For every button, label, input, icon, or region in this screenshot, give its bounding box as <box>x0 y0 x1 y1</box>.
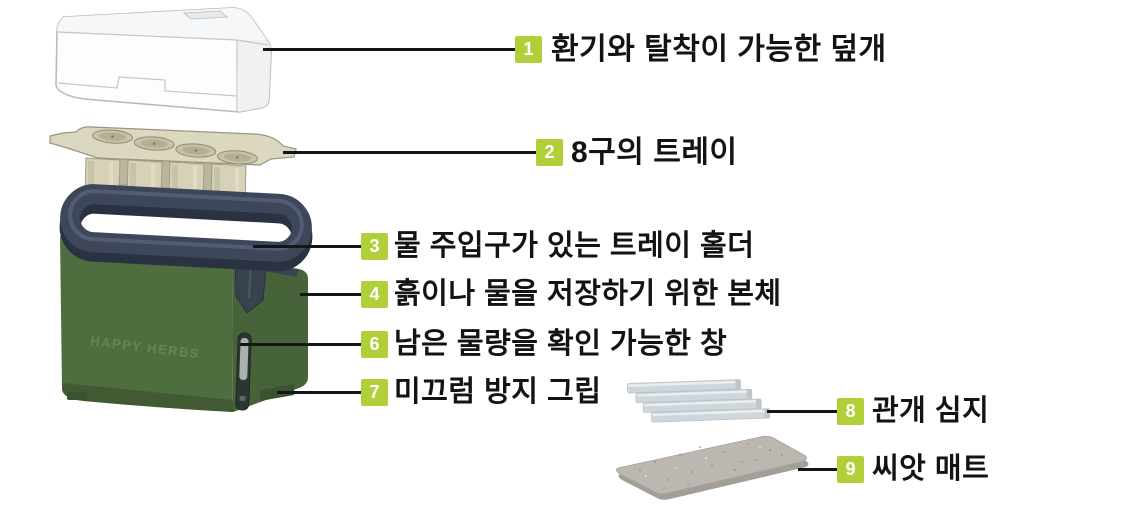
part-label-9: 씨앗 매트 <box>872 453 990 485</box>
reservoir-body-illustration: HAPPY HERBS <box>60 235 308 412</box>
tray-holder-illustration <box>59 184 313 272</box>
leader-line-1 <box>263 48 517 51</box>
part-badge-9: 9 <box>837 456 864 483</box>
part-badge-7: 7 <box>361 379 388 406</box>
part-label-8: 관개 심지 <box>872 395 990 427</box>
part-label-1: 환기와 탈착이 가능한 덮개 <box>551 33 887 66</box>
part-badge-3: 3 <box>361 233 388 260</box>
grip-foot-left-icon <box>67 392 87 400</box>
part-label-2: 8구의 트레이 <box>571 136 738 169</box>
part-badge-6: 6 <box>361 331 388 358</box>
part-badge-2: 2 <box>536 139 563 166</box>
part-badge-1: 1 <box>515 36 542 63</box>
clear-cover-illustration <box>55 7 272 113</box>
irrigation-wicks-illustration <box>627 379 770 423</box>
leader-line-9 <box>798 468 838 471</box>
part-label-7: 미끄럼 방지 그립 <box>394 376 602 408</box>
leader-line-2 <box>283 151 537 154</box>
leader-line-8 <box>767 410 838 413</box>
leader-line-3 <box>253 245 362 248</box>
part-badge-8: 8 <box>837 398 864 425</box>
part-badge-4: 4 <box>361 281 388 308</box>
vent-icon <box>182 10 229 20</box>
part-label-4: 흙이나 물을 저장하기 위한 본체 <box>394 278 782 310</box>
water-level-window-icon <box>235 332 252 411</box>
seed-mat-illustration <box>616 435 809 500</box>
leader-line-7 <box>277 391 362 394</box>
part-label-6: 남은 물량을 확인 가능한 창 <box>394 328 728 360</box>
leader-line-4 <box>300 293 362 296</box>
part-label-3: 물 주입구가 있는 트레이 홀더 <box>394 230 755 262</box>
leader-line-6 <box>240 343 362 346</box>
